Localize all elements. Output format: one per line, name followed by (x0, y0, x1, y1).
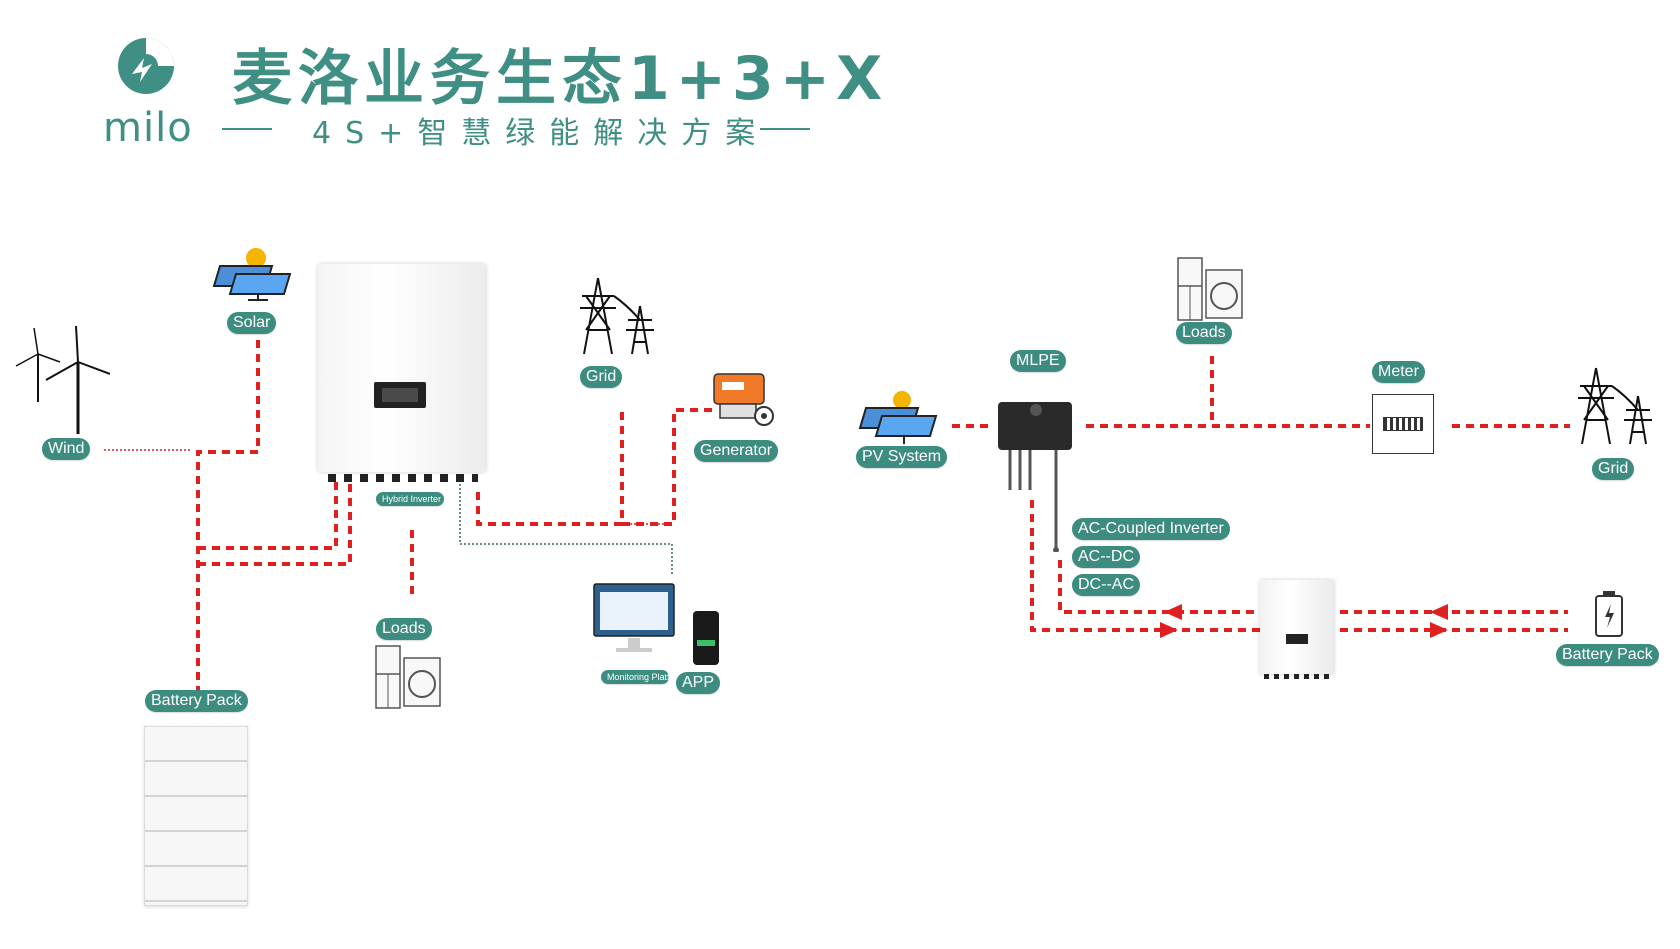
grid-tower-icon (580, 277, 654, 355)
label-ac-coupled-inverter: AC-Coupled Inverter (1072, 518, 1230, 540)
hybrid-inverter (318, 264, 486, 472)
label-battery-left: Battery Pack (145, 690, 248, 712)
line-acinv-mlpe (1058, 560, 1262, 614)
generator-icon (713, 373, 774, 426)
grid-tower-icon-right (1578, 367, 1652, 445)
label-mlpe: MLPE (1010, 350, 1066, 372)
ac-inverter-ports (1264, 674, 1330, 679)
label-loads-right: Loads (1176, 322, 1232, 344)
line-mlpe-acinv (1030, 500, 1262, 632)
inverter-ports (328, 474, 478, 482)
page-subtitle: 4S+智慧绿能解决方案 (312, 116, 770, 151)
label-loads-left: Loads (376, 618, 432, 640)
solar-panel-icon (212, 248, 292, 301)
label-ac-dc: AC--DC (1072, 546, 1140, 568)
label-hybrid-inverter: Hybrid Inverter (376, 492, 444, 506)
battery-pack-stack (144, 726, 248, 906)
arrow-right-1 (1160, 622, 1178, 638)
arrow-right-2 (1430, 622, 1448, 638)
label-grid-left: Grid (580, 366, 623, 388)
label-wind: Wind (42, 438, 91, 460)
label-battery-right: Battery Pack (1556, 644, 1659, 666)
label-meter: Meter (1372, 361, 1425, 383)
page-title: 麦洛业务生态1+3+X (232, 44, 889, 114)
line-battery-inverter-b (198, 482, 352, 566)
line-monitoring (459, 484, 673, 574)
appliances-icon-right (1177, 257, 1243, 321)
pv-system-icon (858, 391, 938, 444)
label-monitoring: Monitoring Platform (601, 670, 685, 684)
wind-turbine-icon (15, 325, 110, 434)
line-battery-inverter-a (198, 482, 338, 550)
appliances-icon (375, 645, 441, 709)
inverter-display (374, 382, 426, 408)
line-solar-battery (196, 340, 260, 690)
arrow-left-2 (1430, 604, 1448, 620)
ac-coupled-inverter (1260, 580, 1334, 674)
label-dc-ac: DC--AC (1072, 574, 1140, 596)
line-inverter-grid (476, 412, 624, 526)
arrow-left-1 (1164, 604, 1182, 620)
label-app: APP (676, 672, 721, 694)
meter-device (1372, 394, 1434, 454)
subtitle-divider-left (222, 128, 272, 130)
logo-icon (118, 38, 174, 94)
mlpe-device-icon (998, 402, 1072, 552)
subtitle-divider-right (760, 128, 810, 130)
label-generator: Generator (694, 440, 779, 462)
brand-wordmark: milo (103, 105, 193, 151)
line-generator (622, 408, 716, 526)
phone-icon (693, 611, 719, 665)
label-grid-right: Grid (1592, 458, 1635, 480)
monitor-icon (593, 583, 675, 652)
battery-icon (1595, 591, 1623, 637)
label-solar: Solar (227, 312, 277, 334)
label-pv-system: PV System (856, 446, 948, 468)
